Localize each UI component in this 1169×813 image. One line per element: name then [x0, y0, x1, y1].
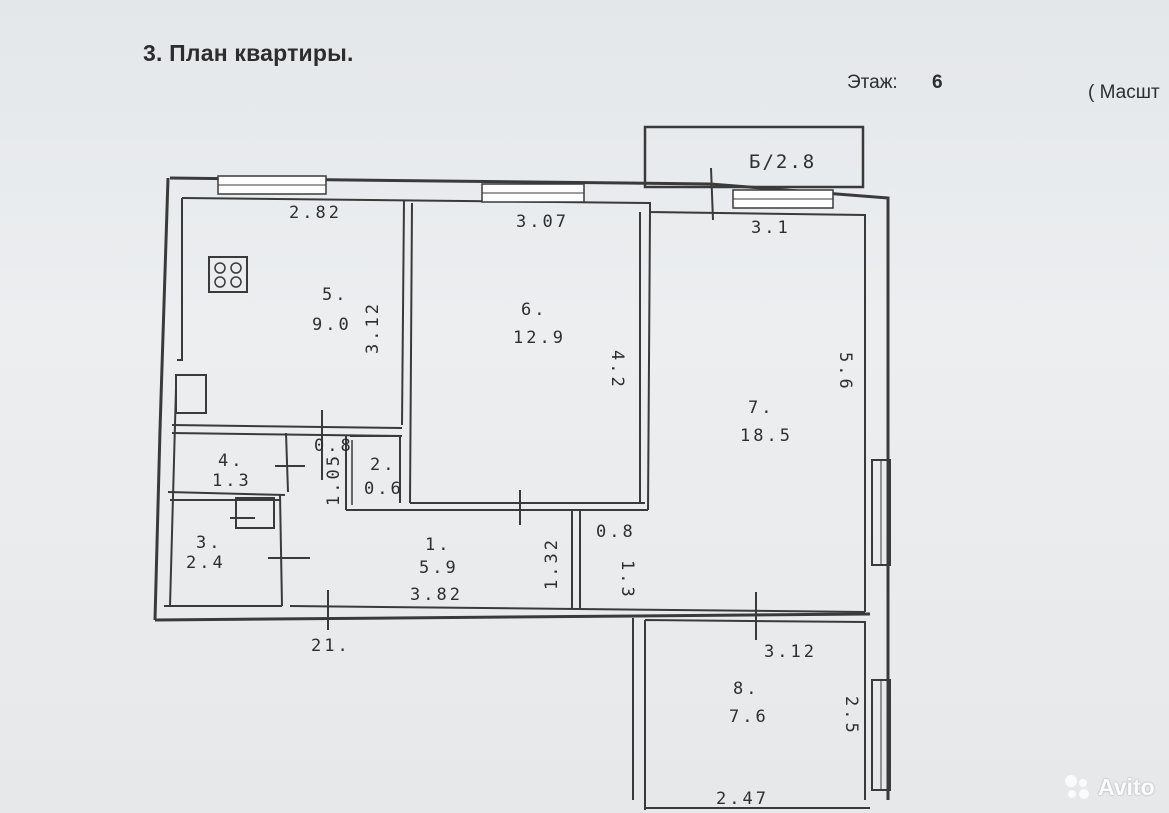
left-inner-wall	[177, 198, 183, 361]
room5-number: 5.	[322, 285, 348, 305]
room4-bottom	[167, 491, 286, 496]
balcony	[643, 125, 865, 189]
corridor-bottom	[289, 605, 866, 613]
outer-wall-bottom	[154, 612, 871, 622]
room4-area: 1.3	[212, 471, 252, 491]
room3-right	[279, 494, 283, 607]
room5-area: 9.0	[312, 315, 352, 335]
partition-5-6b	[409, 202, 413, 504]
floor-label: Этаж:	[847, 72, 898, 93]
room3-area: 2.4	[186, 553, 226, 573]
dim-room8-top: 3.12	[764, 642, 817, 662]
stove	[208, 256, 248, 293]
watermark-text: Avito	[1098, 773, 1155, 800]
room2-box	[345, 435, 401, 510]
room7-area: 18.5	[740, 426, 793, 446]
partition-6-7b	[647, 211, 651, 511]
dim-corridor-depth: 1.32	[542, 537, 562, 590]
toilet-box	[235, 497, 275, 529]
room4-number: 4.	[218, 451, 244, 471]
dim-room6-width: 3.07	[516, 212, 569, 232]
outer-wall	[169, 176, 890, 800]
dim-kitchen-width: 2.82	[289, 203, 342, 223]
dim-room8-bottom: 2.47	[716, 789, 769, 809]
dim-room8-depth: 2.5	[841, 696, 861, 736]
avito-watermark: Avito	[1062, 772, 1155, 802]
dim-kitchen-depth: 3.12	[363, 301, 383, 354]
room8-area: 7.6	[729, 707, 769, 727]
tick-marks	[230, 167, 757, 640]
room6-number: 6.	[521, 300, 547, 320]
room6-area: 12.9	[513, 328, 566, 348]
avito-logo-icon	[1065, 775, 1089, 799]
room1-area: 5.9	[419, 558, 459, 578]
dim-corridor-length: 3.82	[410, 585, 463, 605]
outer-wall-left	[153, 177, 170, 621]
left-inner-wall-2	[164, 387, 177, 607]
room8-number: 8.	[733, 679, 759, 699]
page-title: 3. План квартиры.	[143, 40, 354, 66]
sink-box	[175, 374, 207, 414]
dim-wall-mark: 21.	[311, 636, 351, 656]
floor-value: 6	[932, 72, 943, 93]
dim-bath-width: 0.8	[314, 436, 354, 456]
kitchen-bottom	[171, 424, 403, 429]
dim-room7-width: 3.1	[751, 218, 791, 238]
room1-number: 1.	[425, 535, 451, 555]
room4-right	[285, 432, 289, 493]
room2-area: 0.6	[364, 479, 404, 499]
room3-number: 3.	[196, 533, 222, 553]
dim-wc-depth: 1.05	[324, 453, 344, 506]
partition-5-6	[401, 199, 405, 426]
room2-number: 2.	[370, 455, 396, 475]
scale-label: ( Масшт	[1088, 82, 1160, 103]
dim-room6-depth: 4.2	[607, 350, 627, 390]
dim-passage-depth: 1.3	[617, 560, 637, 600]
dim-passage-width: 0.8	[596, 522, 636, 542]
room7-number: 7.	[748, 398, 774, 418]
room8-walls	[632, 618, 866, 810]
corridor-divider	[571, 510, 581, 608]
dim-room7-depth: 5.6	[835, 352, 855, 392]
balcony-label: Б/2.8	[749, 151, 816, 173]
